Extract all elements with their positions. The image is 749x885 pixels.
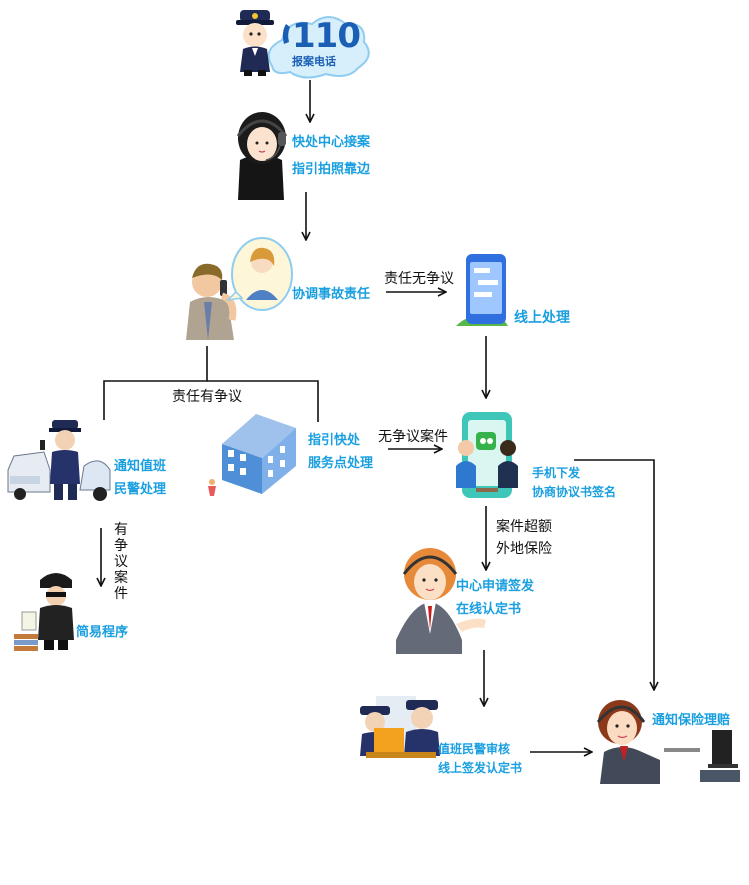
node-coordinate: 协调事故责任 <box>292 287 371 302</box>
police-officers-desk-icon <box>360 696 440 758</box>
node-police-review: 值班民警审核 线上签发认定书 <box>438 740 522 778</box>
node-notify-police-line2: 民警处理 <box>114 481 167 497</box>
hotline-caption: 报案电话 <box>292 55 336 68</box>
node-center-apply: 中心申请签发 在线认定书 <box>456 576 534 622</box>
arrow-dispute-split-right <box>207 380 319 422</box>
service-agent-female-icon <box>396 548 486 654</box>
node-center-apply-line2: 在线认定书 <box>456 601 522 617</box>
node-phone-sign-line2: 协商协议书签名 <box>532 485 617 500</box>
node-guide-service: 指引快处 服务点处理 <box>308 430 373 476</box>
service-building-icon <box>208 414 296 496</box>
caller-man-icon <box>186 263 237 340</box>
edge-over-amount: 案件超额 外地保险 <box>496 516 552 560</box>
node-center-receive-line2: 指引拍照靠边 <box>292 161 371 177</box>
arrow-dispute-split <box>103 346 208 420</box>
edge-disputed-case: 有争议案件 <box>114 522 128 602</box>
node-center-receive-line1: 快处中心接案 <box>292 135 371 150</box>
node-online: 线上处理 <box>514 310 570 326</box>
police-car-motorcycle-icon <box>7 420 111 501</box>
speech-bubble-woman-icon <box>225 237 293 311</box>
officer-simple-procedure-icon <box>14 573 74 651</box>
arrow-phone-to-insurance <box>574 459 654 690</box>
flow-arrows <box>101 80 654 752</box>
operator-headset-icon <box>236 112 288 200</box>
smartphone-icon <box>456 254 508 326</box>
node-center-apply-line1: 中心申请签发 <box>456 579 535 594</box>
node-phone-sign-line1: 手机下发 <box>532 466 581 480</box>
hotline-number: 110 <box>292 16 361 56</box>
node-notify-police: 通知值班 民警处理 <box>114 456 166 502</box>
node-guide-service-line1: 指引快处 <box>308 433 361 448</box>
node-police-review-line2: 线上签发认定书 <box>438 761 523 776</box>
edge-over-amount-line2: 外地保险 <box>496 541 552 557</box>
node-notify-insurance: 通知保险理赔 <box>652 713 731 728</box>
node-center-receive: 快处中心接案 指引拍照靠边 <box>292 132 370 182</box>
node-police-review-line1: 值班民警审核 <box>438 742 511 756</box>
phone-icon <box>282 24 290 44</box>
node-guide-service-line2: 服务点处理 <box>308 455 374 471</box>
node-notify-police-line1: 通知值班 <box>114 459 167 474</box>
edge-has-dispute: 责任有争议 <box>172 389 242 405</box>
edge-over-amount-line1: 案件超额 <box>496 519 552 535</box>
node-simple-procedure: 简易程序 <box>76 625 129 640</box>
mobile-negotiation-icon <box>456 412 518 498</box>
edge-no-dispute-case: 无争议案件 <box>378 429 448 445</box>
edge-no-dispute: 责任无争议 <box>384 271 454 287</box>
node-phone-sign: 手机下发 协商协议书签名 <box>532 464 616 502</box>
police-officer-icon <box>236 10 274 76</box>
insurance-agent-computer-icon <box>596 700 740 784</box>
